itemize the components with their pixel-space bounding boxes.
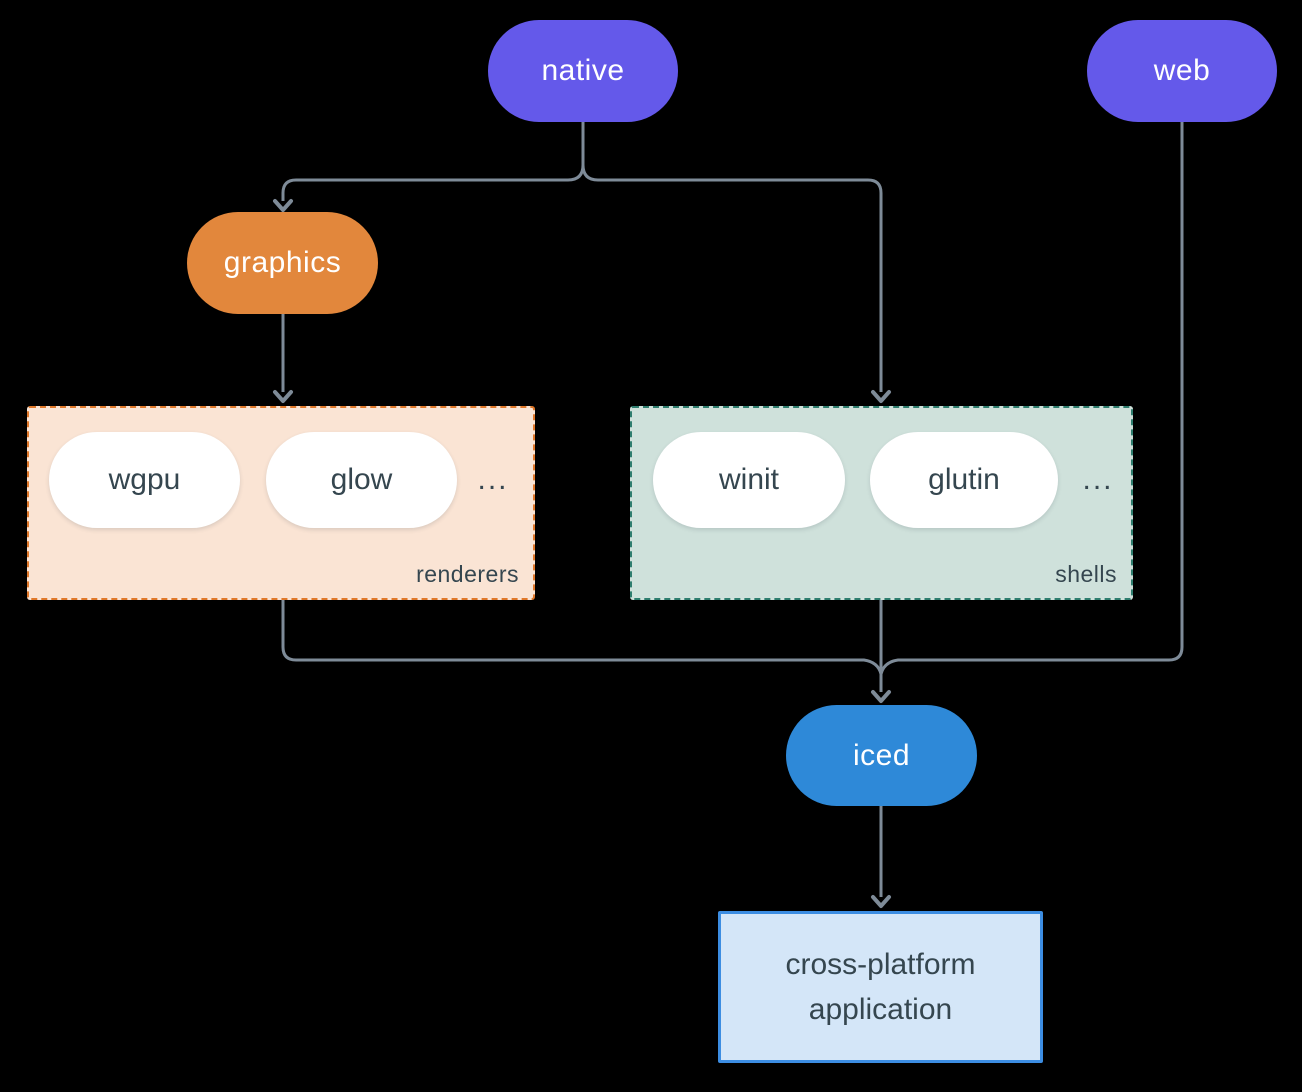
node-native: native — [488, 20, 678, 122]
group-shells: winit glutin ... shells — [630, 406, 1133, 600]
arrowhead-into-shells — [871, 390, 891, 403]
node-wgpu-label: wgpu — [108, 463, 181, 496]
arrowhead-into-application — [871, 895, 891, 908]
node-winit-label: winit — [718, 463, 779, 496]
node-native-label: native — [541, 54, 625, 87]
shells-ellipsis: ... — [1082, 463, 1114, 496]
node-graphics: graphics — [187, 212, 378, 314]
application-label-line2: application — [808, 993, 953, 1026]
node-web: web — [1087, 20, 1277, 122]
node-glutin-label: glutin — [928, 463, 1000, 496]
node-cross-platform-application: cross-platform application — [718, 911, 1043, 1063]
node-glow: glow — [266, 432, 457, 528]
arrowhead-into-iced — [871, 690, 891, 703]
arrowhead-into-renderers — [273, 390, 293, 403]
node-iced-label: iced — [852, 738, 911, 772]
node-web-label: web — [1153, 54, 1211, 87]
node-graphics-label: graphics — [223, 246, 342, 279]
edge-native-to-graphics — [281, 164, 585, 201]
renderers-ellipsis: ... — [477, 463, 509, 496]
node-glutin: glutin — [870, 432, 1058, 528]
node-iced: iced — [786, 705, 977, 806]
node-glow-label: glow — [330, 463, 393, 496]
edge-web-to-merge — [879, 122, 1184, 675]
application-label-line1: cross-platform — [785, 948, 976, 981]
node-winit: winit — [653, 432, 845, 528]
edge-renderers-to-merge — [281, 600, 883, 675]
shells-group-label: shells — [1055, 561, 1117, 587]
group-renderers: wgpu glow ... renderers — [27, 406, 535, 600]
edge-native-to-shells — [581, 164, 883, 392]
renderers-group-label: renderers — [416, 561, 519, 587]
node-wgpu: wgpu — [49, 432, 240, 528]
arrowhead-into-graphics — [273, 199, 293, 212]
